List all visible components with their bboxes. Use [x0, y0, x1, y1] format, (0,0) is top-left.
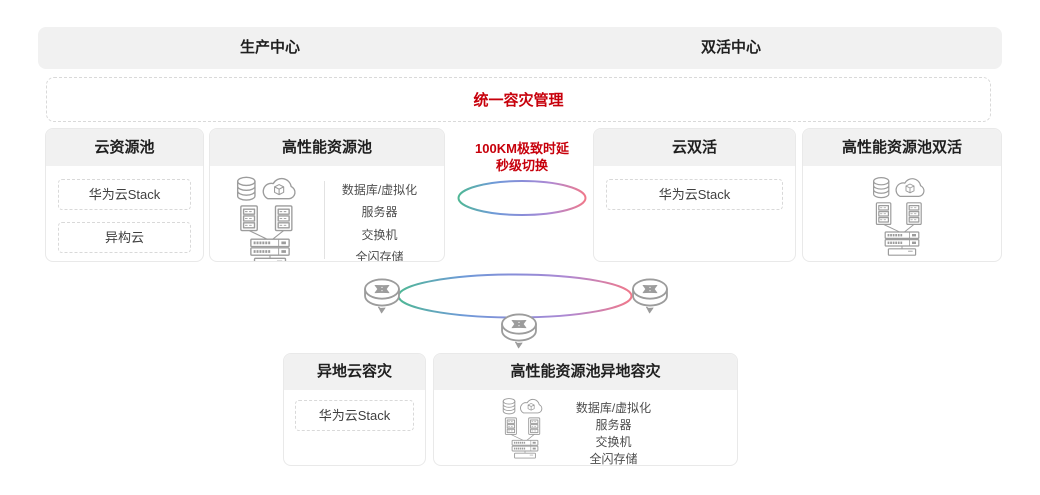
huawei-cloud-stack-item: 华为云Stack: [58, 179, 191, 210]
high-perf-pool-title: 高性能资源池: [210, 129, 444, 166]
component-label-switch: 交换机: [595, 435, 632, 449]
unified-dr-management-label: 统一容灾管理: [473, 92, 564, 109]
panel-remote-cloud-dr: 异地云容灾 华为云Stack: [283, 353, 426, 466]
component-label-database: 数据库/虚拟化: [575, 401, 652, 415]
latency-annotation-line2: 秒级切换: [495, 158, 548, 173]
divider: [324, 181, 325, 259]
centers-header: 生产中心 双活中心: [38, 27, 1002, 69]
component-label-database: 数据库/虚拟化: [341, 183, 418, 197]
high-perf-pool-remote-dr-title: 高性能资源池异地容灾: [434, 354, 737, 390]
latency-annotation-line1: 100KM极致时延: [475, 141, 569, 156]
panel-cloud-active-active: 云双活 华为云Stack: [593, 128, 796, 262]
huawei-cloud-stack-item: 华为云Stack: [295, 400, 414, 431]
panel-high-perf-pool: 高性能资源池 数据库/虚拟化 服务器 交换机 全闪存储: [209, 128, 445, 262]
component-label-storage: 全闪存储: [589, 452, 638, 466]
component-label-switch: 交换机: [361, 227, 398, 242]
component-labels: 数据库/虚拟化 服务器 交换机 全闪存储: [550, 399, 737, 465]
resource-cluster-icons: [232, 175, 308, 262]
heterogeneous-cloud-item: 异构云: [58, 222, 191, 253]
production-center-title: 生产中心: [239, 39, 300, 56]
panel-high-perf-pool-remote-dr: 高性能资源池异地容灾 数据库/虚拟化 服务器 交换机 全闪存储: [433, 353, 738, 466]
panel-high-perf-pool-aa: 高性能资源池双活: [802, 128, 1002, 262]
panel-cloud-resource-pool: 云资源池 华为云Stack 异构云: [45, 128, 204, 262]
cloud-resource-pool-title: 云资源池: [46, 129, 203, 166]
router-icon: [628, 276, 672, 314]
component-labels: 数据库/虚拟化 服务器 交换机 全闪存储: [325, 181, 444, 262]
component-label-storage: 全闪存储: [355, 249, 404, 262]
resource-cluster-icons: [870, 173, 934, 259]
resource-cluster-icons: [500, 397, 550, 459]
sync-link-ellipse: [457, 180, 587, 216]
remote-cloud-dr-title: 异地云容灾: [284, 354, 425, 390]
active-active-center-title: 双活中心: [700, 39, 761, 56]
huawei-cloud-stack-item: 华为云Stack: [606, 179, 783, 210]
unified-dr-management-bar: 统一容灾管理: [46, 77, 991, 122]
component-label-server: 服务器: [595, 418, 632, 432]
component-label-server: 服务器: [361, 205, 398, 220]
cloud-active-active-title: 云双活: [594, 129, 795, 166]
high-perf-pool-aa-title: 高性能资源池双活: [803, 129, 1001, 166]
router-icon: [497, 311, 541, 349]
latency-annotation: 100KM极致时延 秒级切换: [447, 140, 597, 174]
router-icon: [360, 276, 404, 314]
